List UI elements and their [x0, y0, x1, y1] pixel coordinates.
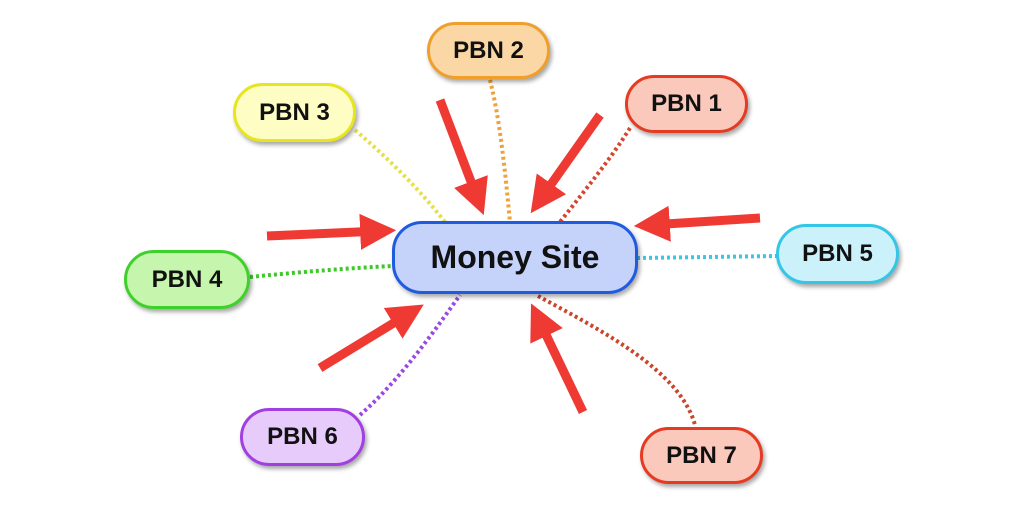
- node-pbn4-label: PBN 4: [151, 265, 223, 293]
- connector-pbn6: [358, 293, 462, 417]
- node-pbn2-label: PBN 2: [453, 36, 524, 64]
- node-pbn2: PBN 2: [427, 22, 550, 79]
- connector-pbn3: [353, 128, 447, 224]
- node-money-site: Money Site: [392, 221, 638, 294]
- connector-pbn1: [558, 126, 632, 224]
- connector-pbn5: [636, 254, 779, 260]
- node-pbn5: PBN 5: [776, 224, 899, 284]
- arrow-from-pbn5: [633, 205, 761, 242]
- arrow-from-pbn2: [435, 98, 488, 216]
- node-pbn6: PBN 6: [240, 408, 365, 466]
- node-pbn7-label: PBN 7: [666, 441, 737, 469]
- node-pbn6-label: PBN 6: [267, 423, 338, 450]
- node-pbn5-label: PBN 5: [802, 240, 873, 267]
- node-pbn4: PBN 4: [124, 250, 250, 309]
- arrow-from-pbn1: [530, 112, 604, 214]
- connector-pbn4: [249, 264, 393, 279]
- arrow-from-pbn4: [266, 213, 397, 250]
- arrow-from-pbn7: [530, 303, 588, 414]
- node-pbn3-label: PBN 3: [259, 98, 330, 126]
- arrow-from-pbn6: [317, 304, 424, 372]
- node-pbn3: PBN 3: [233, 83, 356, 142]
- node-pbn1: PBN 1: [625, 75, 748, 133]
- node-pbn1-label: PBN 1: [651, 90, 722, 117]
- node-money-site-label: Money Site: [430, 239, 600, 275]
- connector-pbn2: [488, 79, 512, 223]
- node-pbn7: PBN 7: [640, 427, 763, 484]
